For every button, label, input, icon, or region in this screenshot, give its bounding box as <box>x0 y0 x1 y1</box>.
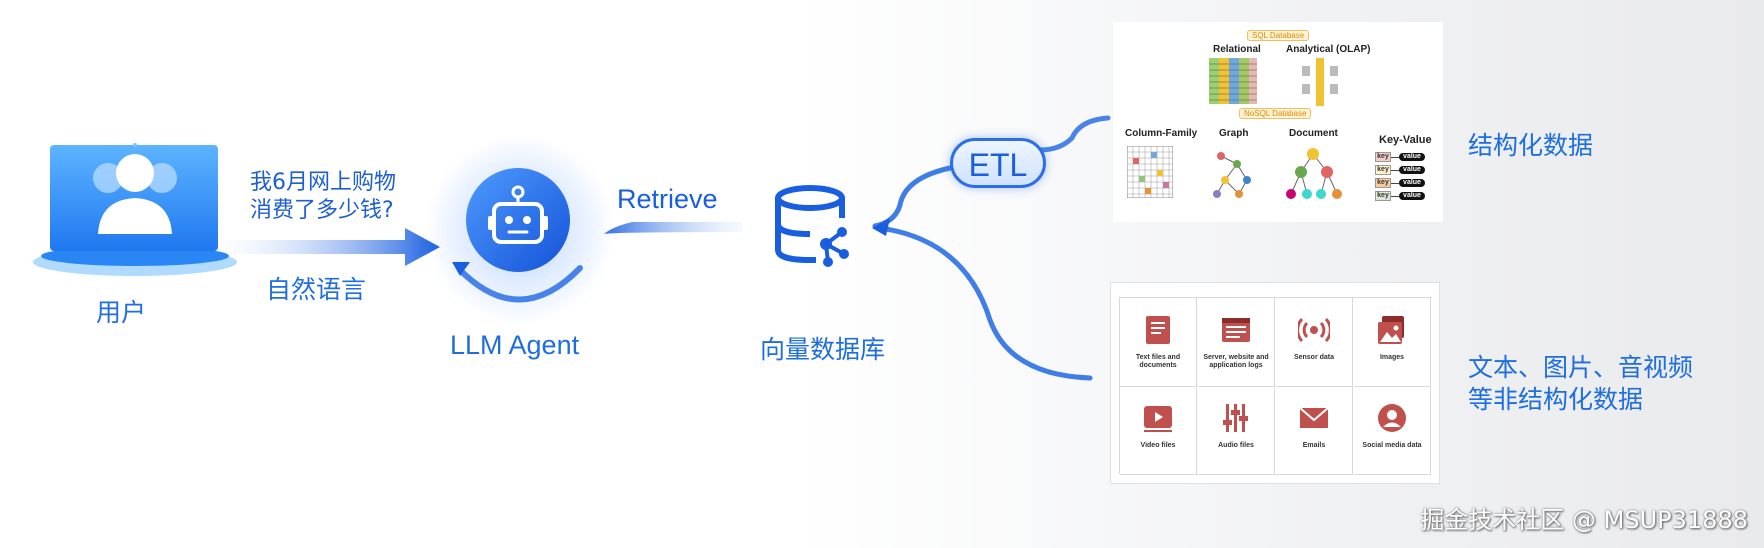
agent-arc <box>457 265 583 303</box>
unstructured-item-label: Emails <box>1302 442 1326 449</box>
unstructured-item: Video files <box>1120 386 1197 475</box>
images-icon <box>1378 316 1404 344</box>
etl-badge: ETL <box>950 138 1046 188</box>
document-tree-icon <box>1286 148 1342 199</box>
unstructured-item-label: Social media data <box>1362 442 1422 449</box>
olap-icon <box>1302 58 1338 106</box>
retrieve-label: Retrieve <box>617 184 718 214</box>
etl-curve <box>1037 115 1111 153</box>
log-window-icon <box>1222 318 1250 342</box>
vector-db-node <box>772 184 852 268</box>
unstructured-item: Server, website and application logs <box>1198 298 1275 387</box>
unstructured-grid: Text files and documents Server, website … <box>1119 297 1432 475</box>
robot-icon <box>466 168 570 272</box>
user-label: 用户 <box>96 298 147 327</box>
unstructured-item: Text files and documents <box>1120 298 1197 387</box>
agent-node <box>464 166 572 274</box>
unstructured-item: Sensor data <box>1276 298 1353 387</box>
query-arrow <box>215 228 440 266</box>
unstructured-item-label: Audio files <box>1218 442 1254 449</box>
column-family-grid-icon <box>1127 146 1173 198</box>
unstructured-item-label: Sensor data <box>1293 354 1335 361</box>
relational-table-icon <box>1209 58 1257 104</box>
retrieve-arrow <box>604 222 742 234</box>
query-line-2: 消费了多少钱? <box>250 198 394 223</box>
unstructured-item: Images <box>1354 298 1431 387</box>
email-icon <box>1299 407 1329 428</box>
unstructured-item-label: Video files <box>1140 442 1176 449</box>
graph-label: Graph <box>1219 128 1249 139</box>
document-label: Document <box>1289 128 1338 139</box>
structured-data-panel: SQL Database Relational Analytical (OLAP… <box>1113 22 1443 222</box>
graph-db-icon <box>1213 152 1251 198</box>
user-node <box>30 140 240 280</box>
document-icon <box>1146 316 1170 344</box>
agent-label: LLM Agent <box>450 330 580 360</box>
column-family-label: Column-Family <box>1125 128 1198 139</box>
structured-to-db-curve <box>872 165 953 229</box>
unstructured-item: Emails <box>1276 386 1353 475</box>
unstructured-item-label: Text files and documents <box>1135 354 1181 369</box>
unstructured-label-line-2: 等非结构化数据 <box>1468 385 1644 414</box>
etl-label: ETL <box>968 147 1028 183</box>
query-line-1: 我6月网上购物 <box>250 170 396 195</box>
sensor-icon <box>1298 317 1330 343</box>
unstructured-item-label: Server, website and application logs <box>1203 354 1269 369</box>
unstructured-data-panel: Text files and documents Server, website … <box>1110 282 1440 484</box>
database-icon <box>775 185 849 267</box>
relational-label: Relational <box>1213 44 1261 55</box>
unstructured-to-db-curve <box>877 225 1093 381</box>
sql-database-badge: SQL Database <box>1247 30 1310 41</box>
analytical-label: Analytical (OLAP) <box>1286 44 1371 55</box>
unstructured-item: Social media data <box>1354 386 1431 475</box>
user-group-icon <box>33 143 237 276</box>
audio-icon <box>1223 404 1248 432</box>
watermark: 掘金技术社区 @ MSUP31888 <box>1420 506 1748 534</box>
structured-data-label: 结构化数据 <box>1468 131 1594 160</box>
vector-db-label: 向量数据库 <box>760 335 886 364</box>
key-value-label: Key-Value <box>1379 134 1432 146</box>
social-icon <box>1378 404 1406 432</box>
unstructured-item-label: Images <box>1379 354 1405 361</box>
video-icon <box>1144 406 1172 432</box>
nosql-database-badge: NoSQL Database <box>1239 108 1312 119</box>
unstructured-item: Audio files <box>1198 386 1275 475</box>
unstructured-label-line-1: 文本、图片、音视频 <box>1468 353 1694 382</box>
query-caption: 自然语言 <box>266 275 367 304</box>
